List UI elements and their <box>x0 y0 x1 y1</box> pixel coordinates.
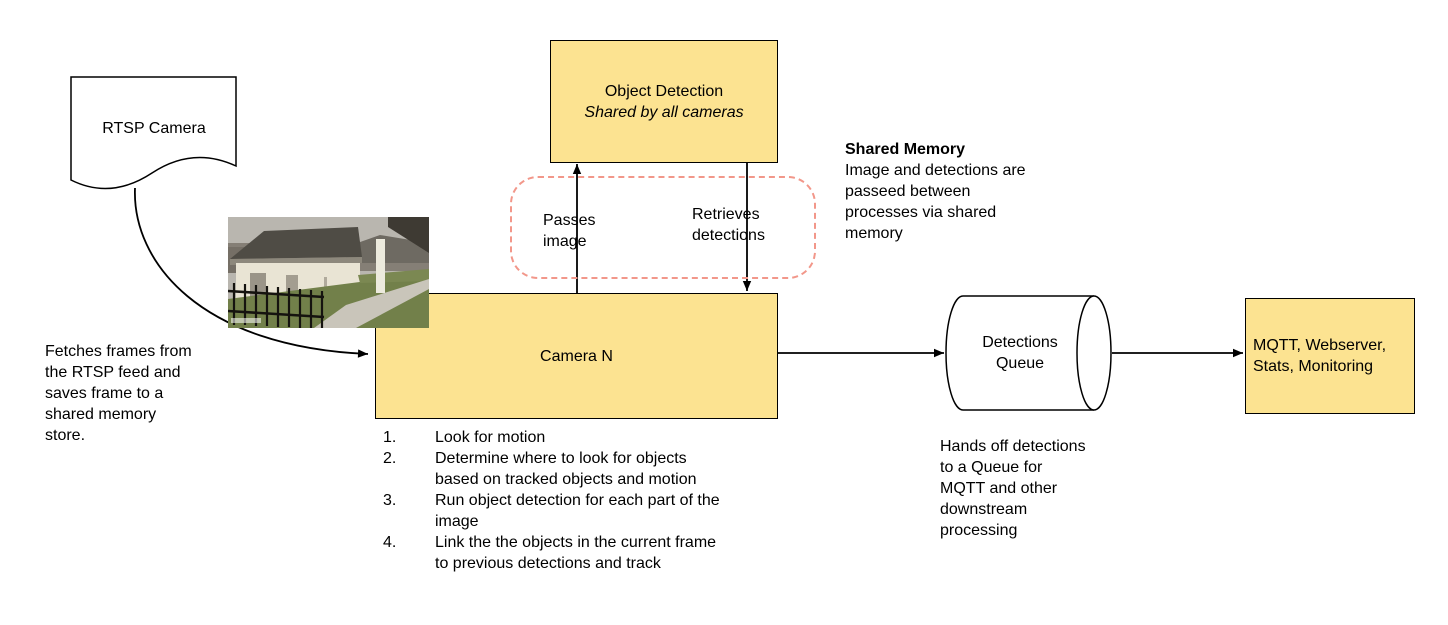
shared-memory-note: Shared Memory Image and detections are p… <box>845 139 1045 244</box>
fetch-note: Fetches frames from the RTSP feed and sa… <box>45 343 192 444</box>
detections-queue-label: Detections Queue <box>982 334 1058 372</box>
object-detection-node: Object Detection Shared by all cameras <box>550 40 778 163</box>
arrow-rtsp-to-camera <box>134 187 369 358</box>
detections-queue-shape <box>945 295 1112 411</box>
retrieves-detections-label: Retrieves detections <box>692 206 765 244</box>
step-text: Run object detection for each part of th… <box>435 492 720 530</box>
hands-off-note: Hands off detections to a Queue for MQTT… <box>940 438 1086 539</box>
step-text: Link the the objects in the current fram… <box>435 534 717 572</box>
step-number: 3. <box>383 492 397 509</box>
camera-steps-list: 1. Look for motion 2. Determine where to… <box>383 427 778 574</box>
step-row-3: 3. Run object detection for each part of… <box>383 490 778 532</box>
camera-n-label: Camera N <box>540 347 613 365</box>
camera-snapshot <box>228 217 429 328</box>
step-number: 4. <box>383 534 397 551</box>
passes-image-label: Passes image <box>543 212 596 250</box>
shared-memory-zone <box>510 176 816 279</box>
step-row-4: 4. Link the the objects in the current f… <box>383 532 778 574</box>
step-text: Determine where to look for objects base… <box>435 450 697 488</box>
outputs-label: MQTT, Webserver, Stats, Monitoring <box>1253 337 1387 375</box>
object-detection-subtitle: Shared by all cameras <box>584 103 744 121</box>
outputs-node: MQTT, Webserver, Stats, Monitoring <box>1245 298 1415 414</box>
step-row-1: 1. Look for motion <box>383 427 778 448</box>
step-number: 1. <box>383 429 397 446</box>
step-row-2: 2. Determine where to look for objects b… <box>383 448 778 490</box>
shared-memory-note-body: Image and detections are passeed between… <box>845 162 1026 242</box>
step-text: Look for motion <box>435 429 546 446</box>
object-detection-text: Object Detection Shared by all cameras <box>584 81 743 123</box>
shared-memory-note-title: Shared Memory <box>845 141 966 158</box>
rtsp-camera-shape <box>70 76 237 190</box>
camera-n-node: Camera N <box>375 293 778 419</box>
rtsp-camera-label: RTSP Camera <box>102 120 206 137</box>
step-number: 2. <box>383 450 397 467</box>
object-detection-title: Object Detection <box>604 82 724 100</box>
